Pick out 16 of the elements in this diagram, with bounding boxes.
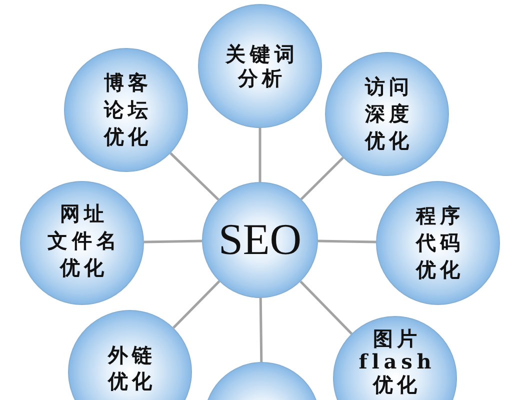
connector-line — [170, 152, 220, 200]
topic-label: 网址文件名优化 — [46, 200, 121, 282]
topic-label: SEO — [218, 215, 302, 265]
connector-line — [258, 128, 262, 182]
topic-label: 外链优化 — [106, 342, 157, 394]
connector-line — [144, 240, 202, 244]
topic-label: 关键词分析 — [224, 42, 299, 90]
connector-line — [300, 280, 352, 335]
topic-label: 访问深度优化 — [364, 74, 414, 154]
topic-label: 程序代码优化 — [414, 202, 465, 284]
topic-label: 图片flash优化 — [358, 328, 436, 396]
connector-line — [318, 240, 376, 244]
connector-line — [300, 156, 344, 200]
connector-line — [259, 298, 263, 362]
topic-label: 博客论坛优化 — [102, 70, 153, 150]
connector-line — [172, 280, 220, 329]
